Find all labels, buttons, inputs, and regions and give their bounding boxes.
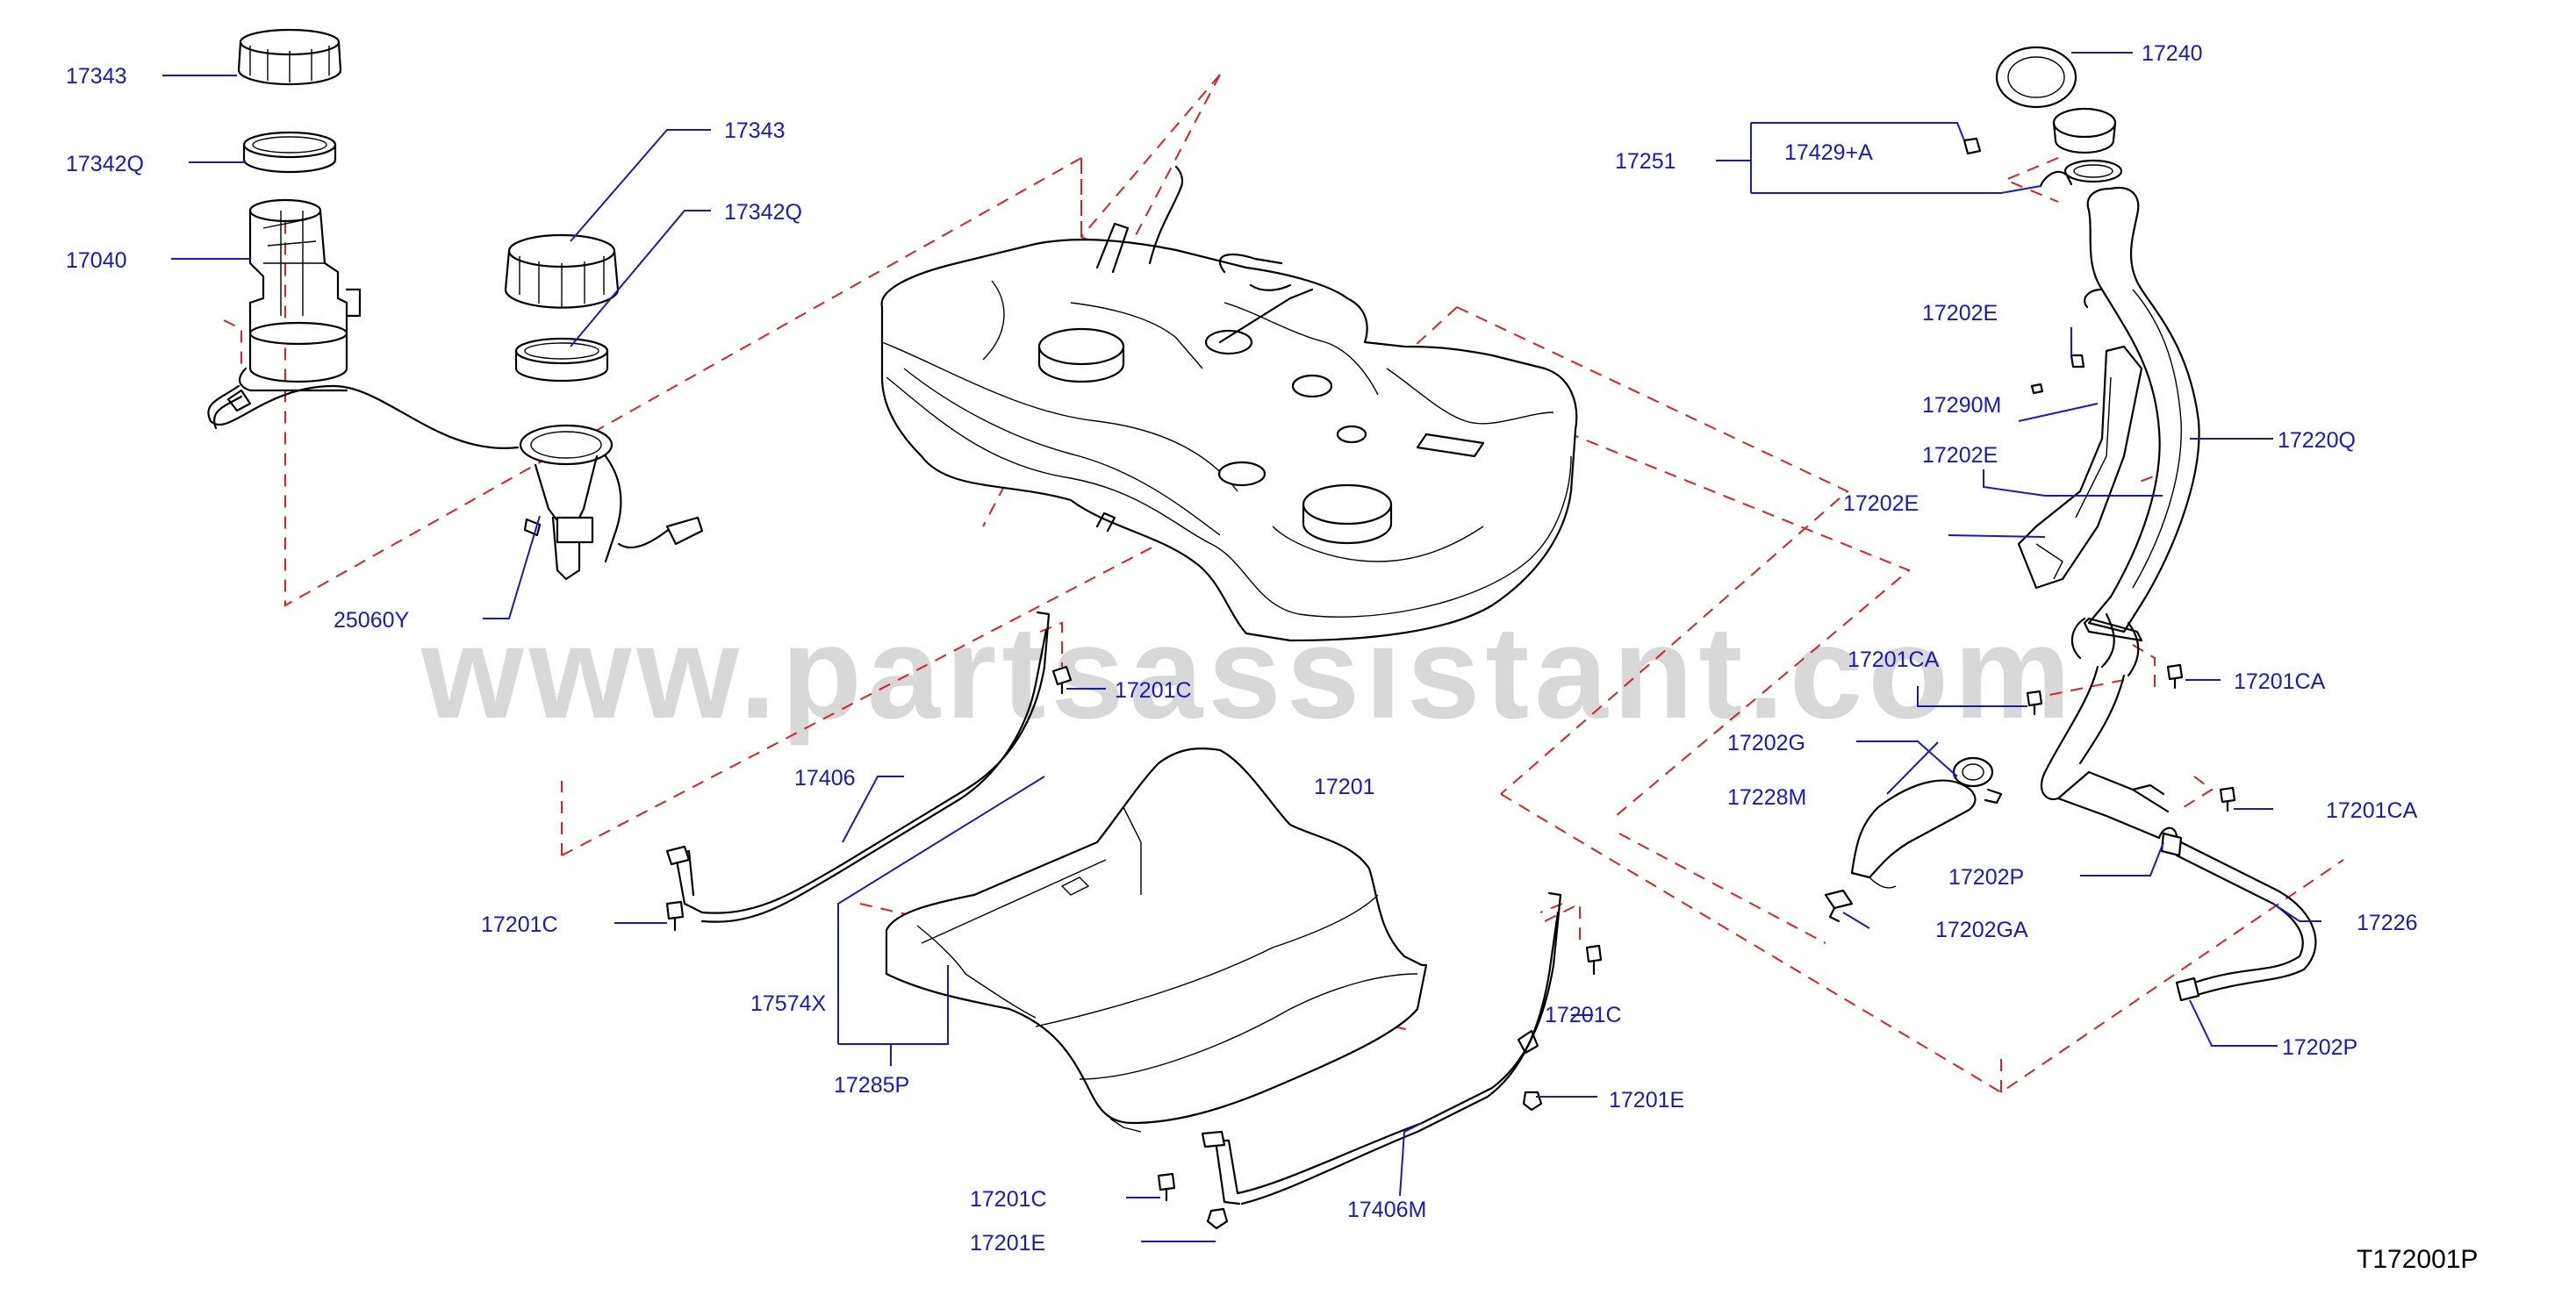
callout-17202p-upper[interactable]: 17202P <box>1948 865 2024 890</box>
callout-17342q-right[interactable]: 17342Q <box>724 200 802 225</box>
callout-17406m[interactable]: 17406M <box>1347 1198 1426 1222</box>
callout-17342q-left[interactable]: 17342Q <box>66 152 144 176</box>
callout-17429a[interactable]: 17429+A <box>1784 140 1873 165</box>
callout-17040[interactable]: 17040 <box>66 248 127 273</box>
breather-hose-17226[interactable] <box>2160 832 2317 1002</box>
callout-17290m[interactable]: 17290M <box>1922 393 2001 418</box>
callout-17201e-bottom[interactable]: 17201E <box>970 1231 1045 1256</box>
callout-17240[interactable]: 17240 <box>2142 41 2203 66</box>
callout-17343-left[interactable]: 17343 <box>66 64 127 89</box>
tank-strap-17406[interactable] <box>665 611 1051 923</box>
callout-17201ca-lower[interactable]: 17201CA <box>2326 798 2418 823</box>
callout-17285p[interactable]: 17285P <box>834 1073 909 1098</box>
callout-17343-right[interactable]: 17343 <box>724 118 786 143</box>
diagram-code: T172001P <box>2357 1245 2478 1274</box>
callout-17201c-upper[interactable]: 17201C <box>1115 678 1192 703</box>
callout-17201c-left[interactable]: 17201C <box>481 912 558 937</box>
callout-17201e-right[interactable]: 17201E <box>1609 1088 1684 1112</box>
leader-lines <box>162 52 2321 1242</box>
callout-17202e-mid[interactable]: 17202E <box>1922 443 1998 468</box>
callout-17220q[interactable]: 17220Q <box>2278 428 2356 453</box>
callout-17202g[interactable]: 17202G <box>1727 731 1805 755</box>
tank-strap-17406m[interactable] <box>1201 891 1562 1205</box>
filler-neck-assembly[interactable] <box>1962 46 2200 840</box>
callout-17201c-right[interactable]: 17201C <box>1545 1003 1622 1027</box>
fuel-tank[interactable] <box>880 165 1578 642</box>
fuel-level-sender-assembly[interactable] <box>504 233 704 581</box>
callout-17226[interactable]: 17226 <box>2357 911 2418 935</box>
fuel-pump-assembly-left[interactable] <box>207 28 520 449</box>
callout-17201ca-left[interactable]: 17201CA <box>1848 647 1940 672</box>
callout-17202e-top[interactable]: 17202E <box>1922 301 1998 326</box>
callout-17251[interactable]: 17251 <box>1615 149 1676 174</box>
callout-17202p-lower[interactable]: 17202P <box>2282 1035 2357 1060</box>
callout-17201ca-right[interactable]: 17201CA <box>2234 669 2326 694</box>
heat-shield-17285p[interactable] <box>885 748 1428 1133</box>
callout-17228m[interactable]: 17228M <box>1727 785 1806 810</box>
callout-25060y[interactable]: 25060Y <box>334 608 410 633</box>
callout-17574x[interactable]: 17574X <box>750 991 827 1016</box>
callout-17406[interactable]: 17406 <box>794 766 856 790</box>
filler-hose-17228m[interactable] <box>1824 756 2003 923</box>
callout-labels: 17343 17342Q 17040 17343 17342Q 25060Y 1… <box>66 41 2418 1256</box>
callout-17201[interactable]: 17201 <box>1314 775 1375 799</box>
callout-17201c-bottom[interactable]: 17201C <box>970 1187 1047 1212</box>
callout-17202ga[interactable]: 17202GA <box>1935 918 2028 942</box>
callout-17202e-low[interactable]: 17202E <box>1843 491 1919 516</box>
